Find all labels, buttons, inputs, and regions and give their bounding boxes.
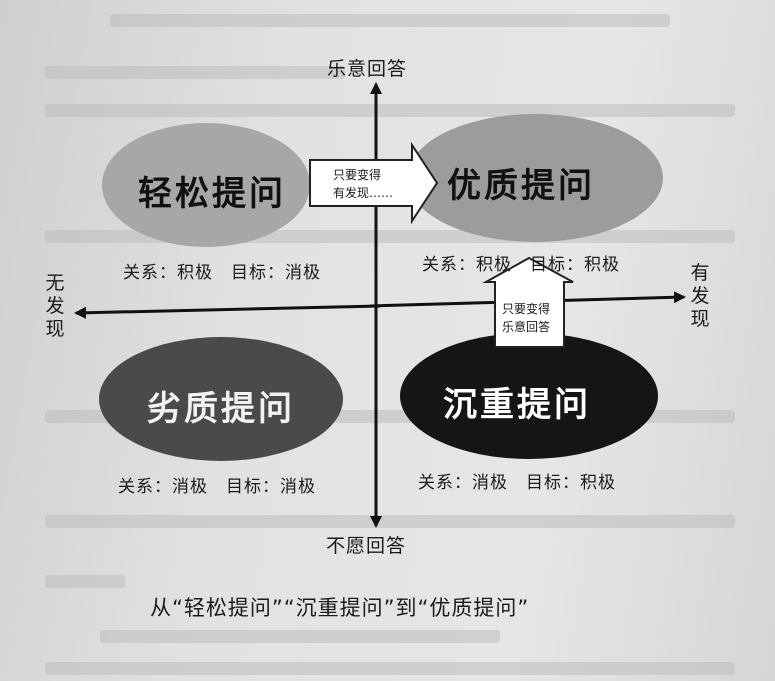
callout-right-line2: 有发现…… <box>333 186 394 200</box>
ellipse-bottom-right <box>400 333 658 459</box>
quadrant-title-bottom-right: 沉重提问 <box>443 385 591 425</box>
callout-up-line2: 乐意回答 <box>502 320 551 334</box>
goal-label: 目标：积极 <box>526 473 616 493</box>
ellipse-bottom-left <box>99 337 343 461</box>
axis-label-left: 无发现 <box>45 272 65 340</box>
bleed-through-line <box>45 662 735 675</box>
bleed-through-line <box>45 575 125 588</box>
callout-up-arrow <box>482 256 574 348</box>
ellipse-top-left <box>102 123 310 247</box>
figure-caption: 从“轻松提问”“沉重提问”到“优质提问” <box>150 596 530 620</box>
bleed-through-line <box>45 104 735 117</box>
goal-label: 目标：消极 <box>226 477 316 497</box>
axis-label-right: 有发现 <box>690 262 710 330</box>
quadrant-title-top-left: 轻松提问 <box>138 174 286 214</box>
bleed-through-line <box>100 630 500 643</box>
horizontal-axis-left-arrow <box>74 304 381 319</box>
bleed-through-line <box>45 66 345 79</box>
callout-right-text: 只要变得 有发现…… <box>333 166 393 202</box>
quadrant-meta-top-right: 关系：积极目标：积极 <box>422 250 620 275</box>
axis-label-bottom: 不愿回答 <box>326 535 407 557</box>
ellipse-top-right <box>407 114 663 242</box>
goal-label: 目标：消极 <box>231 263 321 283</box>
quadrant-meta-bottom-right: 关系：消极目标：积极 <box>418 468 616 493</box>
quadrant-meta-top-left: 关系：积极目标：消极 <box>123 258 321 283</box>
bleed-through-line <box>45 515 735 528</box>
callout-up-line1: 只要变得 <box>502 302 551 316</box>
axis-label-top: 乐意回答 <box>327 58 408 80</box>
quadrant-title-bottom-left: 劣质提问 <box>147 389 295 429</box>
relation-label: 关系：消极 <box>418 473 508 493</box>
callout-up-text: 只要变得 乐意回答 <box>502 300 550 336</box>
callout-right-arrow <box>309 141 439 225</box>
goal-label: 目标：积极 <box>530 255 620 275</box>
bleed-through-line <box>110 14 670 27</box>
quadrant-title-top-right: 优质提问 <box>447 166 595 206</box>
quadrant-meta-bottom-left: 关系：消极目标：消极 <box>118 472 316 497</box>
relation-label: 关系：消极 <box>118 477 208 497</box>
relation-label: 关系：积极 <box>123 263 213 283</box>
callout-right-line1: 只要变得 <box>333 168 382 182</box>
relation-label: 关系：积极 <box>422 255 512 275</box>
